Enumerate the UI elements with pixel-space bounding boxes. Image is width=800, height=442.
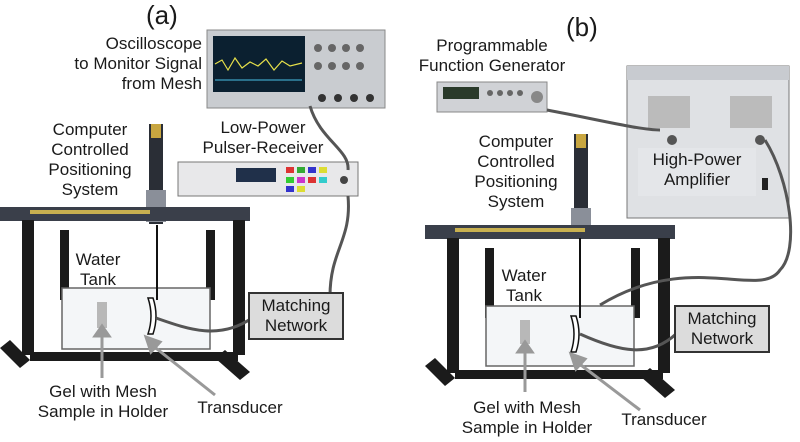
- oscilloscope-line-3: from Mesh: [121, 74, 202, 93]
- water-tank-line-1: Water: [501, 266, 547, 285]
- amplifier-label-b: High-Power Amplifier: [638, 148, 756, 196]
- gel-line-2: Sample in Holder: [37, 402, 169, 421]
- transducer-label-a: Transducer: [197, 398, 283, 417]
- amplifier-line-2: Amplifier: [663, 170, 731, 189]
- water-tank-line-2: Tank: [506, 286, 542, 305]
- function-generator-b: [436, 81, 548, 113]
- water-tank-a: [61, 225, 211, 350]
- gel-line-1: Gel with Mesh: [473, 398, 581, 417]
- pulser-line-1: Low-Power: [220, 118, 306, 137]
- positioning-line-1: Computer: [478, 132, 554, 151]
- function-generator-label-b: Programmable Function Generator: [408, 36, 576, 76]
- oscilloscope-line-1: Oscilloscope: [105, 34, 202, 53]
- positioning-line-1: Computer: [52, 120, 128, 139]
- transducer-label-b: Transducer: [621, 410, 707, 429]
- positioning-label-b: Computer Controlled Positioning System: [466, 132, 566, 212]
- callout-arrows-a: [92, 323, 216, 397]
- water-tank-label-b: Water Tank: [484, 266, 564, 306]
- frame-b: [425, 225, 675, 398]
- water-tank-label-a: Water Tank: [58, 250, 138, 290]
- positioning-label-a: Computer Controlled Positioning System: [40, 120, 140, 200]
- amplifier-line-1: High-Power: [652, 150, 742, 169]
- panel-b-tag: (b): [566, 12, 598, 42]
- matching-network-box-b: Matching Network: [674, 305, 770, 353]
- oscilloscope-a: [206, 29, 386, 109]
- matching-line-1: Matching: [261, 296, 331, 315]
- matching-network-box-a: Matching Network: [248, 292, 344, 340]
- pulser-line-2: Pulser-Receiver: [202, 138, 324, 157]
- oscilloscope-line-2: to Monitor Signal: [74, 54, 202, 73]
- positioning-line-3: Positioning: [48, 160, 132, 179]
- matching-line-2: Network: [690, 329, 754, 348]
- gel-label-b: Gel with Mesh Sample in Holder: [448, 398, 606, 438]
- function-generator-line-2: Function Generator: [418, 56, 566, 75]
- oscilloscope-label-a: Oscilloscope to Monitor Signal from Mesh: [52, 34, 202, 94]
- water-tank-line-2: Tank: [80, 270, 116, 289]
- positioning-line-2: Controlled: [51, 140, 129, 159]
- cables-b: [546, 108, 793, 352]
- matching-line-1: Matching: [687, 309, 757, 328]
- function-generator-line-1: Programmable: [436, 36, 548, 55]
- water-tank-line-1: Water: [75, 250, 121, 269]
- gel-line-1: Gel with Mesh: [49, 382, 157, 401]
- positioning-line-4: System: [61, 180, 119, 199]
- positioning-line-3: Positioning: [474, 172, 558, 191]
- panel-a-tag: (a): [146, 0, 178, 30]
- gel-label-a: Gel with Mesh Sample in Holder: [28, 382, 178, 422]
- pulser-label-a: Low-Power Pulser-Receiver: [188, 118, 338, 158]
- frame-a: [0, 207, 250, 380]
- gel-line-2: Sample in Holder: [461, 418, 593, 437]
- water-tank-b: [485, 238, 635, 367]
- callout-arrows-b: [515, 339, 641, 412]
- positioning-line-4: System: [487, 192, 545, 211]
- cables-a: [155, 105, 350, 333]
- pulser-receiver-a: [177, 161, 359, 197]
- positioning-column-b: [571, 134, 591, 238]
- positioning-line-2: Controlled: [477, 152, 555, 171]
- matching-line-2: Network: [264, 316, 328, 335]
